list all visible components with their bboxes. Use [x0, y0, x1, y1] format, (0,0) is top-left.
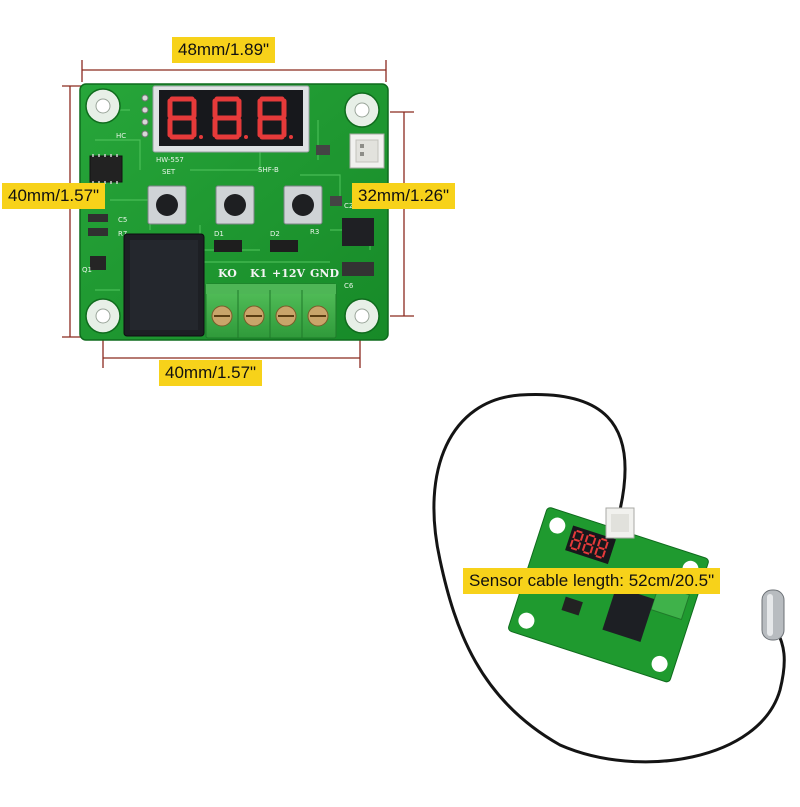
- svg-text:C5: C5: [118, 216, 127, 224]
- svg-text:R3: R3: [310, 228, 319, 236]
- temperature-probe: [761, 589, 785, 641]
- up-button: [215, 185, 255, 225]
- svg-text:D1: D1: [214, 230, 224, 238]
- sensor-connector: [349, 133, 385, 169]
- seven-segment-display: [152, 85, 310, 153]
- shf-label: SHF-B: [258, 166, 279, 174]
- svg-text:+12V: +12V: [272, 267, 306, 280]
- board-width-label: 48mm/1.89": [172, 37, 276, 63]
- terminal-labels: KO K1 +12V GND: [218, 267, 339, 280]
- mounting-hole: [85, 88, 121, 124]
- thermostat-board: HW-557 SET SHF-B HC: [79, 83, 389, 341]
- hole-spacing-vertical-label: 32mm/1.26": [352, 183, 456, 209]
- set-label: SET: [162, 168, 176, 176]
- svg-text:Q1: Q1: [82, 266, 92, 274]
- svg-text:R7: R7: [118, 230, 127, 238]
- hc-label: HC: [116, 132, 126, 140]
- down-button: [283, 185, 323, 225]
- header-pins: [141, 94, 149, 138]
- ic-chip: [89, 154, 123, 184]
- model-label: HW-557: [156, 156, 184, 164]
- svg-text:GND: GND: [310, 267, 339, 280]
- mounting-hole: [344, 92, 380, 128]
- relay: [123, 233, 205, 337]
- component-labels: C5 R7 Q1 D1 D2 R3 C2 C6: [82, 202, 354, 290]
- set-button: [147, 185, 187, 225]
- cable-length-label: Sensor cable length: 52cm/20.5": [463, 568, 721, 594]
- smd-components: [88, 145, 374, 276]
- board-height-label: 40mm/1.57": [2, 183, 106, 209]
- small-board: [508, 507, 709, 683]
- svg-text:D2: D2: [270, 230, 280, 238]
- svg-text:KO: KO: [218, 267, 237, 280]
- terminal-block: [205, 283, 337, 339]
- svg-text:C6: C6: [344, 282, 354, 290]
- sensor-plug: [605, 507, 635, 539]
- mounting-hole: [344, 298, 380, 334]
- sensor-with-cable: [432, 392, 786, 764]
- mounting-hole: [85, 298, 121, 334]
- hole-spacing-horizontal-label: 40mm/1.57": [159, 360, 263, 386]
- svg-text:K1: K1: [250, 267, 267, 280]
- svg-text:C2: C2: [344, 202, 353, 210]
